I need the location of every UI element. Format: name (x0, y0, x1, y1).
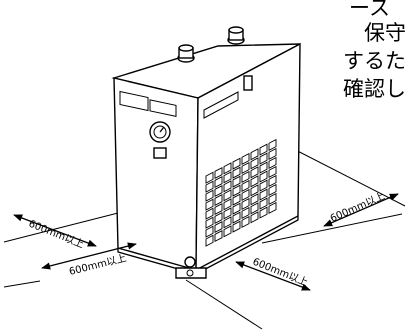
grille-cell (259, 152, 268, 165)
grille-cell (259, 179, 268, 192)
grille-cell (232, 202, 241, 215)
grille-cell (205, 234, 214, 247)
grille-cell (205, 189, 214, 202)
grille-cell (232, 220, 241, 233)
grille-cell (259, 197, 268, 210)
grille-cell (214, 220, 223, 234)
grille-cell (250, 148, 259, 161)
grille-cell (241, 152, 250, 166)
grille-cell (223, 207, 232, 220)
grille-cell (214, 229, 223, 243)
grille-cell (232, 193, 241, 206)
grille-cell (259, 161, 268, 174)
grille-cell (268, 138, 277, 151)
grille-cell (205, 180, 214, 193)
unit-foot (175, 267, 207, 279)
dimension-arrow-left-front (41, 242, 137, 270)
grille-cell (214, 166, 223, 180)
grille-cell (259, 170, 268, 183)
grille-cell (268, 147, 277, 160)
text-line-2: 保守 (364, 21, 406, 45)
grille-cell (250, 202, 259, 215)
outlet-port-icon (227, 26, 245, 45)
side-indicator-icon (243, 75, 253, 91)
grille-cell (232, 157, 241, 170)
grille-cell (223, 171, 232, 184)
grille-cell (259, 206, 268, 219)
grille-cell (205, 198, 214, 211)
grille-cell (223, 216, 232, 229)
clearance-label-left-front: 600mm以上 (68, 252, 128, 278)
grille-cell (223, 189, 232, 202)
text-line-1: ース (349, 0, 390, 20)
grille-cell (241, 170, 250, 184)
grille-cell (232, 175, 241, 188)
grille-cell (205, 216, 214, 229)
grille-cell (223, 198, 232, 211)
grille-cell (223, 162, 232, 175)
grille-cell (268, 156, 277, 169)
drain-port-icon (184, 256, 196, 268)
grille-cell (250, 184, 259, 197)
grille-cell (268, 165, 277, 178)
unit-front-face (113, 77, 199, 271)
dimension-arrow-right (323, 193, 399, 227)
clearance-label-front: 600mm以上 (251, 256, 310, 289)
grille-cell (241, 197, 250, 211)
grille-cell (268, 174, 277, 187)
grille-cell (214, 175, 223, 189)
grille-cell (205, 225, 214, 238)
grille-cell (250, 175, 259, 188)
grille-cell (232, 166, 241, 179)
grille-cell (268, 201, 277, 214)
power-switch-icon (153, 147, 167, 159)
grille-cell (214, 211, 223, 225)
dimension-arrow-front (235, 261, 311, 291)
grille-cell (250, 157, 259, 170)
air-dryer-unit (111, 26, 301, 279)
grille-cell (259, 143, 268, 156)
grille-cell (268, 183, 277, 196)
grille-cell (241, 161, 250, 175)
text-line-3: するた (343, 49, 406, 73)
grille-cell (205, 207, 214, 220)
grille-cell (223, 225, 232, 238)
grille-cell (214, 202, 223, 216)
grille-cell (250, 166, 259, 179)
clearance-dimensions (13, 193, 399, 291)
grille-cell (223, 180, 232, 193)
grille-cell (241, 206, 250, 220)
grille-cell (250, 211, 259, 224)
inlet-port-icon (177, 44, 195, 63)
grille-cell (232, 211, 241, 224)
grille-cell (214, 184, 223, 198)
text-line-4: 確認し (343, 77, 406, 101)
grille-cell (214, 193, 223, 207)
ventilation-grille (205, 138, 277, 247)
side-label-slot (203, 91, 239, 119)
nameplate (119, 90, 149, 112)
grille-cell (241, 215, 250, 229)
grille-cell (232, 184, 241, 197)
grille-cell (259, 188, 268, 201)
grille-cell (205, 171, 214, 184)
grille-cell (241, 188, 250, 202)
grille-cell (241, 179, 250, 193)
dimension-arrow-left-rear (13, 214, 97, 247)
grille-cell (268, 192, 277, 205)
clearance-label-right: 600mm以上 (328, 190, 386, 225)
grille-cell (250, 193, 259, 206)
